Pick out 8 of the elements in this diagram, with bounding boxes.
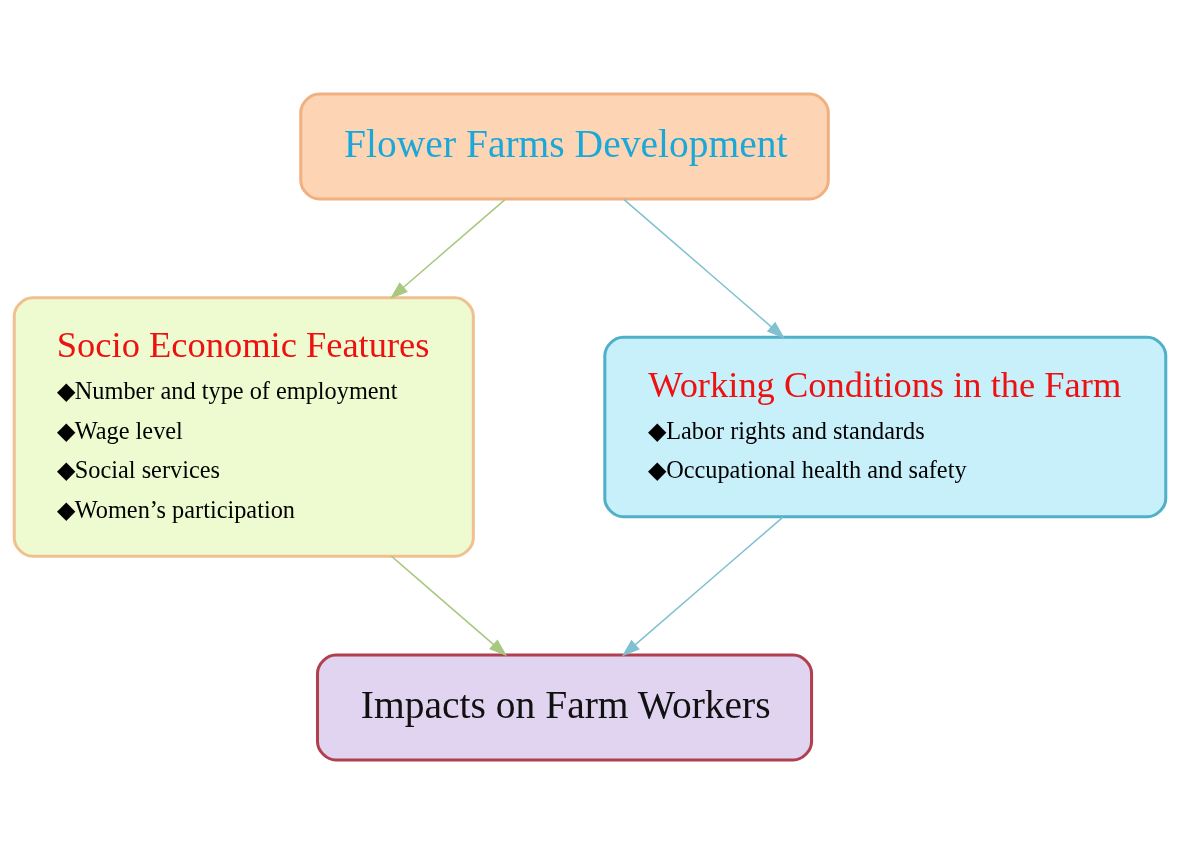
arrow bbox=[390, 555, 508, 656]
node-box: Flower Farms Development bbox=[299, 92, 830, 200]
node-box: Working Conditions in the Farm ◆Labor rights and standards ◆Occupational health and safety bbox=[603, 335, 1168, 518]
node-box: Socio Economic Features ◆Number and type of employment ◆Wage level ◆Social services ◆Women’s participation bbox=[12, 295, 475, 558]
node-box: Impacts on Farm Workers bbox=[316, 653, 814, 761]
arrow bbox=[621, 515, 784, 656]
arrow bbox=[623, 198, 785, 339]
arrow bbox=[389, 198, 506, 299]
